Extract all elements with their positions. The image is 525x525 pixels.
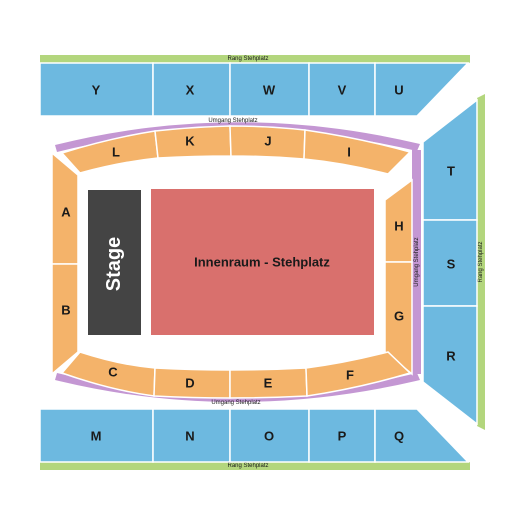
section-f[interactable] <box>305 351 412 397</box>
section-v[interactable] <box>308 62 376 117</box>
section-p[interactable] <box>308 408 376 463</box>
section-label-p: P <box>338 429 347 444</box>
stage <box>88 190 141 335</box>
section-label-f: F <box>346 368 354 383</box>
innenraum-stehplatz-floor[interactable] <box>151 189 374 335</box>
section-label-b: B <box>61 303 70 318</box>
section-label-t: T <box>447 164 455 179</box>
umgang-stehplatz-bottom-label: Umgang Stehplatz <box>211 400 260 406</box>
section-label-i: I <box>347 145 351 160</box>
stage-label: Stage <box>103 237 125 291</box>
section-label-v: V <box>338 83 347 98</box>
umgang-stehplatz-top-band[interactable] <box>55 122 420 152</box>
section-g[interactable] <box>384 261 413 376</box>
section-label-u: U <box>394 83 403 98</box>
section-y[interactable] <box>39 62 154 117</box>
rang-stehplatz-right-band[interactable] <box>477 94 485 430</box>
section-label-k: K <box>185 134 195 149</box>
umgang-stehplatz-top-label: Umgang Stehplatz <box>208 118 257 124</box>
section-u[interactable] <box>374 62 470 117</box>
rang-stehplatz-bottom-label: Rang Stehplatz <box>227 463 268 469</box>
section-label-o: O <box>264 429 274 444</box>
section-label-x: X <box>186 83 195 98</box>
section-q[interactable] <box>374 408 470 463</box>
section-label-w: W <box>263 83 276 98</box>
section-label-c: C <box>108 365 118 380</box>
section-label-j: J <box>264 134 271 149</box>
section-n[interactable] <box>152 408 231 463</box>
section-label-g: G <box>394 309 404 324</box>
section-label-r: R <box>446 349 456 364</box>
innenraum-stehplatz-label: Innenraum - Stehplatz <box>194 255 330 270</box>
section-label-a: A <box>61 205 71 220</box>
section-w[interactable] <box>229 62 310 117</box>
section-label-l: L <box>112 145 120 160</box>
section-label-n: N <box>185 429 194 444</box>
rang-stehplatz-top-band[interactable] <box>40 55 470 63</box>
section-o[interactable] <box>229 408 310 463</box>
rang-stehplatz-bottom-band[interactable] <box>40 462 470 470</box>
section-label-q: Q <box>394 429 404 444</box>
section-r[interactable] <box>422 305 478 426</box>
section-label-m: M <box>91 429 102 444</box>
section-t[interactable] <box>422 98 478 221</box>
section-b[interactable] <box>51 263 79 376</box>
umgang-stehplatz-right-band[interactable] <box>412 150 421 374</box>
section-label-s: S <box>447 257 456 272</box>
rang-stehplatz-top-label: Rang Stehplatz <box>227 56 268 62</box>
section-label-h: H <box>394 219 403 234</box>
section-s[interactable] <box>422 219 478 307</box>
rang-stehplatz-right-label: Rang Stehplatz <box>478 241 484 282</box>
section-i[interactable] <box>303 129 412 175</box>
umgang-stehplatz-right-label: Umgang Stehplatz <box>414 237 420 286</box>
section-label-d: D <box>185 376 194 391</box>
section-label-e: E <box>264 376 273 391</box>
section-label-y: Y <box>92 83 101 98</box>
